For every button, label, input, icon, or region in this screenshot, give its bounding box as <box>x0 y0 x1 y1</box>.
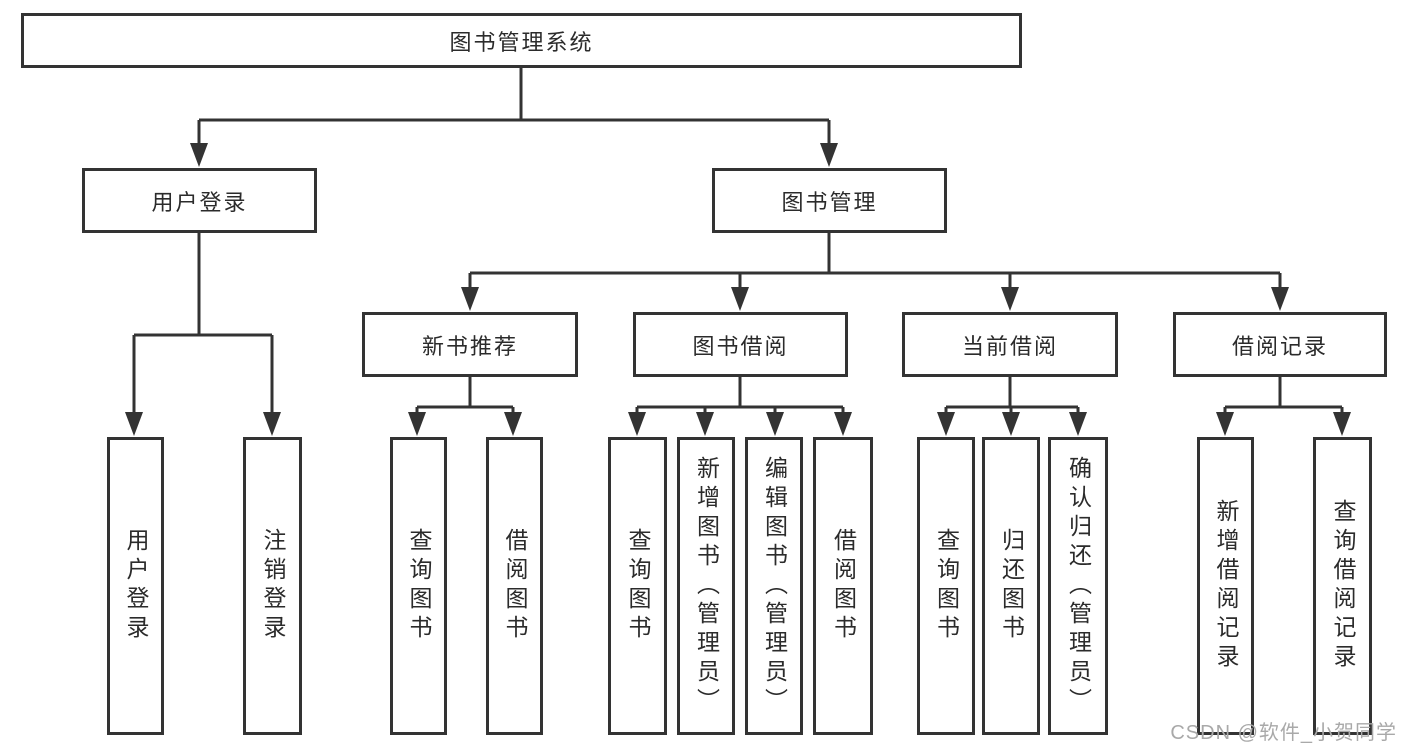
arrow-down-icon <box>1069 412 1087 436</box>
node-book-borrow: 图书借阅 <box>633 312 848 377</box>
arrow-down-icon <box>190 143 208 167</box>
arrow-down-icon <box>766 412 784 436</box>
arrow-down-icon <box>263 412 281 436</box>
arrow-down-icon <box>731 287 749 311</box>
arrow-down-icon <box>820 143 838 167</box>
arrow-down-icon <box>504 412 522 436</box>
connector-new-book-children <box>408 377 522 436</box>
csdn-watermark: CSDN @软件_小贺同学 <box>1170 722 1397 744</box>
leaf-bb-borrow-books: 借阅图书 <box>813 437 873 735</box>
arrow-down-icon <box>834 412 852 436</box>
arrow-down-icon <box>937 412 955 436</box>
leaf-cb-return-books: 归还图书 <box>982 437 1040 735</box>
node-new-book-rec: 新书推荐 <box>362 312 578 377</box>
arrow-down-icon <box>1001 287 1019 311</box>
leaf-bb-add-books-admin: 新增图书（管理员） <box>677 437 735 735</box>
arrow-down-icon <box>408 412 426 436</box>
leaf-br-add-record: 新增借阅记录 <box>1197 437 1254 735</box>
connector-book-mgmt-sections <box>461 233 1289 311</box>
node-root: 图书管理系统 <box>21 13 1022 68</box>
arrow-down-icon <box>125 412 143 436</box>
arrow-down-icon <box>461 287 479 311</box>
leaf-bb-edit-books-admin: 编辑图书（管理员） <box>745 437 803 735</box>
leaf-cb-query-books: 查询图书 <box>917 437 975 735</box>
leaf-logout: 注销登录 <box>243 437 302 735</box>
arrow-down-icon <box>1002 412 1020 436</box>
leaf-br-query-record: 查询借阅记录 <box>1313 437 1372 735</box>
arrow-down-icon <box>1271 287 1289 311</box>
node-book-mgmt: 图书管理 <box>712 168 947 233</box>
arrow-down-icon <box>1216 412 1234 436</box>
node-borrow-record: 借阅记录 <box>1173 312 1387 377</box>
connector-user-login-children <box>125 233 281 436</box>
node-current-borrow: 当前借阅 <box>902 312 1118 377</box>
leaf-rec-borrow-books: 借阅图书 <box>486 437 543 735</box>
leaf-user-login: 用户登录 <box>107 437 164 735</box>
connector-root-to-level2 <box>190 68 838 167</box>
arrow-down-icon <box>696 412 714 436</box>
leaf-rec-query-books: 查询图书 <box>390 437 447 735</box>
arrow-down-icon <box>1333 412 1351 436</box>
node-user-login: 用户登录 <box>82 168 317 233</box>
leaf-cb-confirm-return-admin: 确认归还（管理员） <box>1048 437 1108 735</box>
connector-book-borrow-children <box>628 377 852 436</box>
leaf-bb-query-books: 查询图书 <box>608 437 667 735</box>
arrow-down-icon <box>628 412 646 436</box>
connector-current-borrow-children <box>937 377 1087 436</box>
connector-borrow-record-children <box>1216 377 1351 436</box>
